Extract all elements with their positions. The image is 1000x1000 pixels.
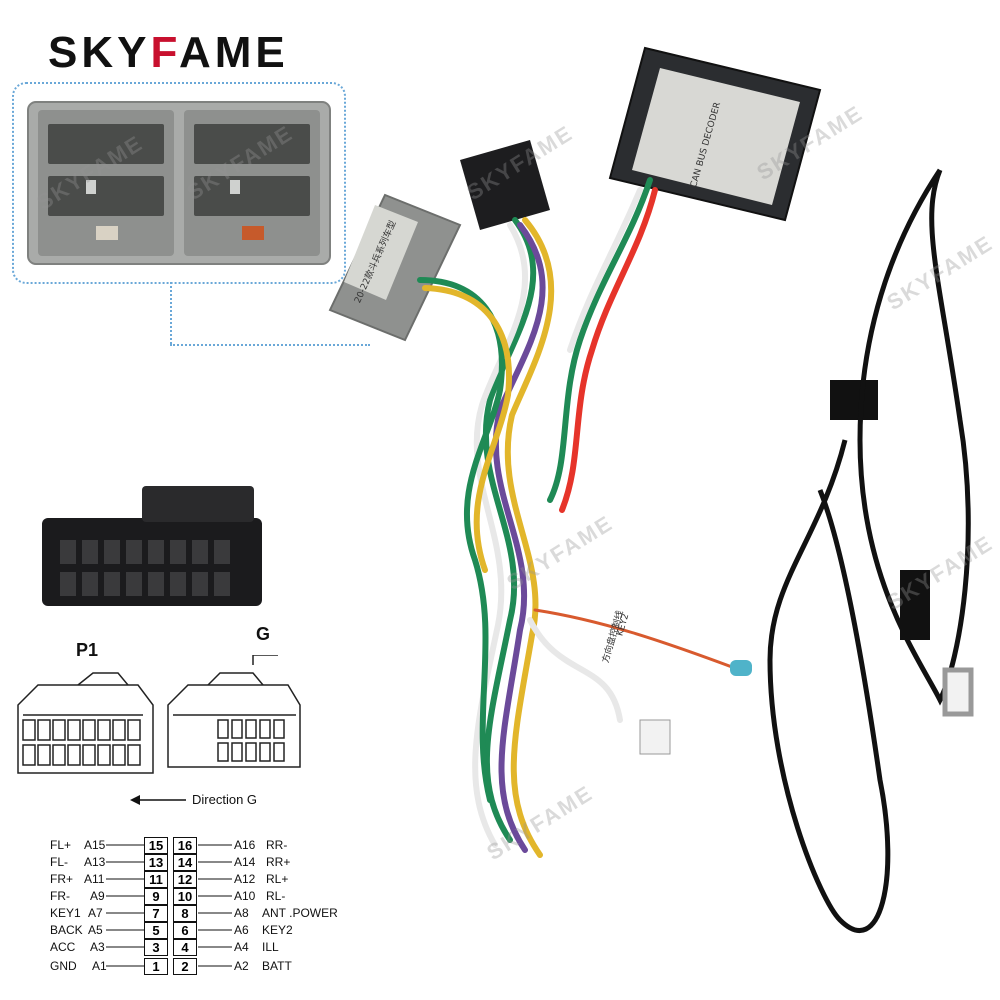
direction-arrow-icon <box>130 795 186 805</box>
pin-number: 4 <box>173 939 197 956</box>
vehicle-connector-photo-frame <box>12 82 346 284</box>
pin-signal: FR+ <box>50 872 74 886</box>
pin-code: A16 <box>234 838 256 852</box>
pin-number: 1 <box>144 958 168 975</box>
head-unit-socket <box>460 140 550 230</box>
pinout-leader-lines <box>106 844 232 967</box>
brand-accent-letter: F <box>150 28 179 77</box>
pin-number: 10 <box>173 888 197 905</box>
pin-number: 2 <box>173 958 197 975</box>
pin-number: 11 <box>144 871 168 888</box>
brand-prefix: SKY <box>48 28 151 77</box>
pin-number: 8 <box>173 905 197 922</box>
pin-code: A10 <box>234 889 256 903</box>
pin-code: A13 <box>84 855 106 869</box>
pin-code: A8 <box>234 906 249 920</box>
pin-signal: FL+ <box>50 838 72 852</box>
g-label: G <box>256 624 271 644</box>
canbus-decoder-box <box>608 46 822 222</box>
pin-code: A6 <box>234 923 249 937</box>
pin-number: 15 <box>144 837 168 854</box>
pin-signal: RL- <box>266 889 286 903</box>
pin-signal: GND <box>50 959 77 973</box>
callout-line-horizontal <box>170 344 370 346</box>
pin-code: A7 <box>88 906 103 920</box>
pin-code: A14 <box>234 855 256 869</box>
wire-bundle <box>417 177 742 858</box>
direction-label: Direction G <box>192 792 258 807</box>
key-connector-white <box>639 719 671 755</box>
pin-number: 7 <box>144 905 168 922</box>
pin-signal: ACC <box>50 940 76 954</box>
pin-code: A2 <box>234 959 249 973</box>
pin-signal: RR+ <box>266 855 291 869</box>
usb-cable <box>857 168 974 717</box>
pin-code: A15 <box>84 838 106 852</box>
pin-signal: FR- <box>50 889 70 903</box>
pin-number: 5 <box>144 922 168 939</box>
pin-code: A3 <box>90 940 105 954</box>
pin-code: A11 <box>84 872 105 886</box>
vehicle-adapter-plug <box>328 193 462 342</box>
wire-tip-cyan <box>730 660 752 676</box>
pinout-table: FL+ A15 15 FL- A13 13 FR+ A11 11 FR- A9 … <box>40 836 360 984</box>
antenna-cable <box>767 380 891 933</box>
p1-label: P1 <box>76 640 99 660</box>
pin-number: 16 <box>173 837 197 854</box>
pin-code: A9 <box>90 889 105 903</box>
pin-number: 13 <box>144 854 168 871</box>
vehicle-connector-illustration <box>27 101 331 265</box>
pin-signal: RR- <box>266 838 288 852</box>
pin-number: 9 <box>144 888 168 905</box>
pin-signal: BATT <box>262 959 292 973</box>
pin-number: 3 <box>144 939 168 956</box>
pin-code: A5 <box>88 923 103 937</box>
pin-signal: FL- <box>50 855 68 869</box>
brand-logo: SKYFAME <box>48 28 289 78</box>
pin-signal: ANT .POWER <box>262 906 338 920</box>
callout-line-vertical <box>170 282 172 344</box>
pin-number: 14 <box>173 854 197 871</box>
pin-code: A12 <box>234 872 256 886</box>
pin-number: 12 <box>173 871 197 888</box>
pin-signal: KEY1 <box>50 906 81 920</box>
head-unit-connector-photo <box>42 486 262 606</box>
pin-signal: ILL <box>262 940 279 954</box>
wiring-harness-illustration <box>328 46 974 933</box>
pin-code: A4 <box>234 940 249 954</box>
pin-signal: BACK <box>50 923 83 937</box>
brand-suffix: AME <box>178 28 289 77</box>
connector-line-drawings <box>17 655 301 774</box>
pin-number: 6 <box>173 922 197 939</box>
pin-signal: RL+ <box>266 872 289 886</box>
pin-signal: KEY2 <box>262 923 293 937</box>
pin-code: A1 <box>92 959 107 973</box>
